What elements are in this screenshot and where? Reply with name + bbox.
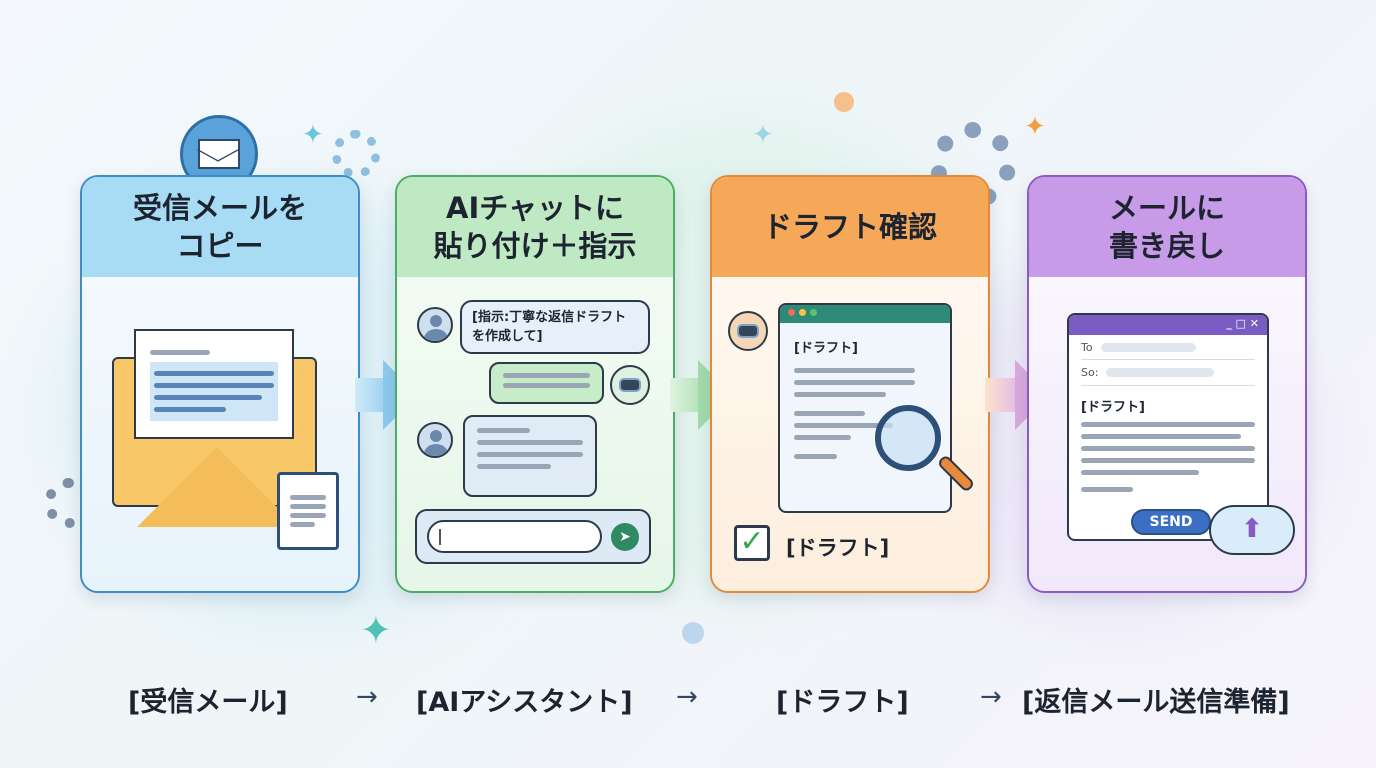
window-titlebar — [780, 305, 950, 323]
chat-input[interactable] — [427, 520, 602, 553]
dot — [834, 92, 854, 112]
flow-item: [AIアシスタント] — [416, 687, 633, 718]
flow-arrow — [670, 378, 700, 412]
dot — [682, 622, 704, 644]
to-field[interactable]: To — [1081, 341, 1255, 360]
checkbox-checked-icon[interactable]: ✓ — [734, 525, 770, 561]
clipboard-icon — [277, 472, 339, 550]
subject-label: So: — [1081, 366, 1099, 379]
title-line: 貼り付け＋指示 — [433, 229, 637, 263]
user-avatar-icon — [417, 422, 453, 458]
window-controls[interactable]: _ □ ✕ — [1069, 315, 1267, 335]
sparkle-icon: ✦ — [360, 608, 392, 652]
email-letter — [134, 329, 294, 439]
draft-label: [ドラフト] — [1081, 400, 1145, 415]
step-card-copy-email: 受信メールをコピー — [80, 175, 360, 593]
gear-icon — [332, 130, 380, 178]
flow-item: [返信メール送信準備] — [1022, 687, 1290, 718]
sparkle-icon: ✦ — [752, 120, 774, 150]
sparkle-icon: ✦ — [1024, 112, 1046, 142]
send-button[interactable]: SEND — [1131, 509, 1211, 535]
flow-item: [受信メール] — [128, 687, 288, 718]
user-avatar-icon — [417, 307, 453, 343]
arrow-right-icon: → — [980, 682, 1002, 712]
sparkle-icon: ✦ — [302, 120, 324, 150]
flow-arrow — [985, 378, 1017, 412]
ai-reply-bubble — [489, 362, 604, 404]
instruction-bubble: [指示:丁寧な返信ドラフトを作成して] — [460, 300, 650, 354]
step-card-paste-ai: AIチャットに貼り付け＋指示 [指示:丁寧な返信ドラフトを作成して] ➤ — [395, 175, 675, 593]
step-card-write-back: メールに書き戻し _ □ ✕ To So: [ドラフト] SEND ⬆ — [1027, 175, 1307, 593]
draft-window: [ドラフト] — [778, 303, 952, 513]
title-line: コピー — [176, 229, 264, 263]
subject-field[interactable]: So: — [1081, 360, 1255, 386]
step-title: ドラフト確認 — [712, 177, 988, 277]
to-label: To — [1081, 341, 1093, 354]
draft-label: [ドラフト] — [794, 341, 858, 356]
title-line: 書き戻し — [1108, 229, 1225, 263]
title-line: メールに — [1108, 191, 1225, 225]
check-label: [ドラフト] — [786, 536, 890, 560]
title-line: AIチャットに — [446, 191, 624, 225]
step-title: 受信メールをコピー — [82, 177, 358, 277]
arrow-right-icon: → — [676, 682, 698, 712]
email-compose-window: _ □ ✕ To So: [ドラフト] SEND — [1067, 313, 1269, 541]
step-title: AIチャットに貼り付け＋指示 — [397, 177, 673, 277]
send-icon-button[interactable]: ➤ — [611, 523, 639, 551]
ai-robot-avatar-icon — [610, 365, 650, 405]
ai-robot-avatar-icon — [728, 311, 768, 351]
title-line: 受信メールを — [132, 191, 307, 225]
step-title: メールに書き戻し — [1029, 177, 1305, 277]
flow-arrow — [355, 378, 385, 412]
cloud-upload-icon: ⬆ — [1209, 505, 1295, 555]
draft-content: [ドラフト] — [780, 323, 950, 480]
flow-item: [ドラフト] — [776, 687, 909, 718]
arrow-right-icon: → — [356, 682, 378, 712]
user-message-bubble — [463, 415, 597, 497]
magnifier-icon — [875, 405, 941, 471]
step-card-review-draft: ドラフト確認 [ドラフト] ✓ [ドラフト] — [710, 175, 990, 593]
